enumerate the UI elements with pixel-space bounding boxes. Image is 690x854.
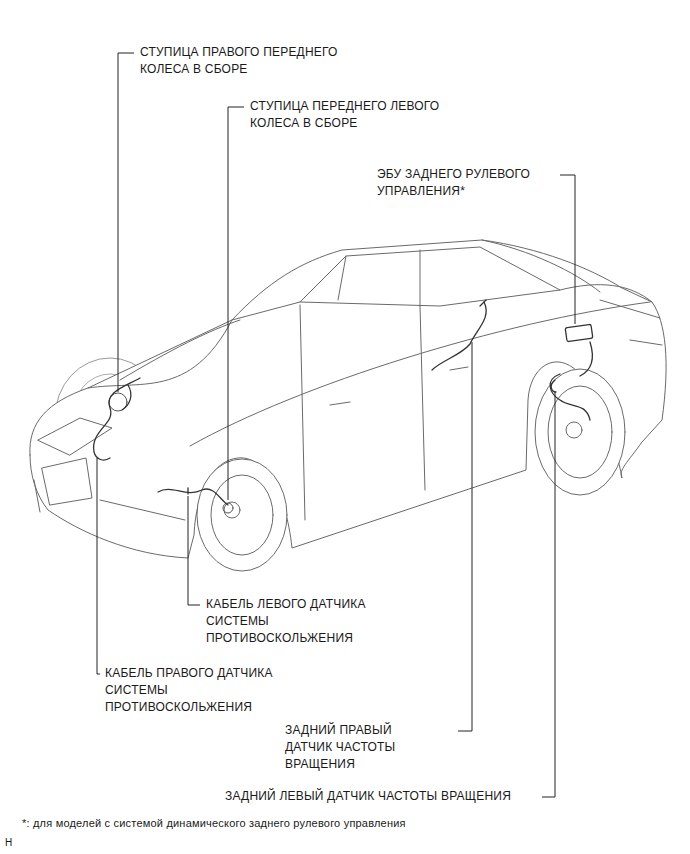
part-label: КАБЕЛЬ ЛЕВОГО ДАТЧИКА СИСТЕМЫ ПРОТИВОСКО… xyxy=(206,596,388,647)
part-label: ЭБУ ЗАДНЕГО РУЛЕВОГО УПРАВЛЕНИЯ* xyxy=(377,166,557,200)
figure-code: H xyxy=(5,836,12,850)
part-label: СТУПИЦА ПЕРЕДНЕГО ЛЕВОГО КОЛЕСА В СБОРЕ xyxy=(250,98,470,132)
part-label: КАБЕЛЬ ПРАВОГО ДАТЧИКА СИСТЕМЫ ПРОТИВОСК… xyxy=(105,665,297,716)
part-label: ЗАДНИЙ ЛЕВЫЙ ДАТЧИК ЧАСТОТЫ ВРАЩЕНИЯ xyxy=(225,788,511,805)
footnote: *: для моделей с системой динамического … xyxy=(22,816,406,831)
part-label: СТУПИЦА ПРАВОГО ПЕРЕДНЕГО КОЛЕСА В СБОРЕ xyxy=(140,44,370,78)
sensor-wires xyxy=(94,300,593,505)
part-label: ЗАДНИЙ ПРАВЫЙ ДАТЧИК ЧАСТОТЫ ВРАЩЕНИЯ xyxy=(285,722,417,773)
leader-lines xyxy=(97,53,575,797)
